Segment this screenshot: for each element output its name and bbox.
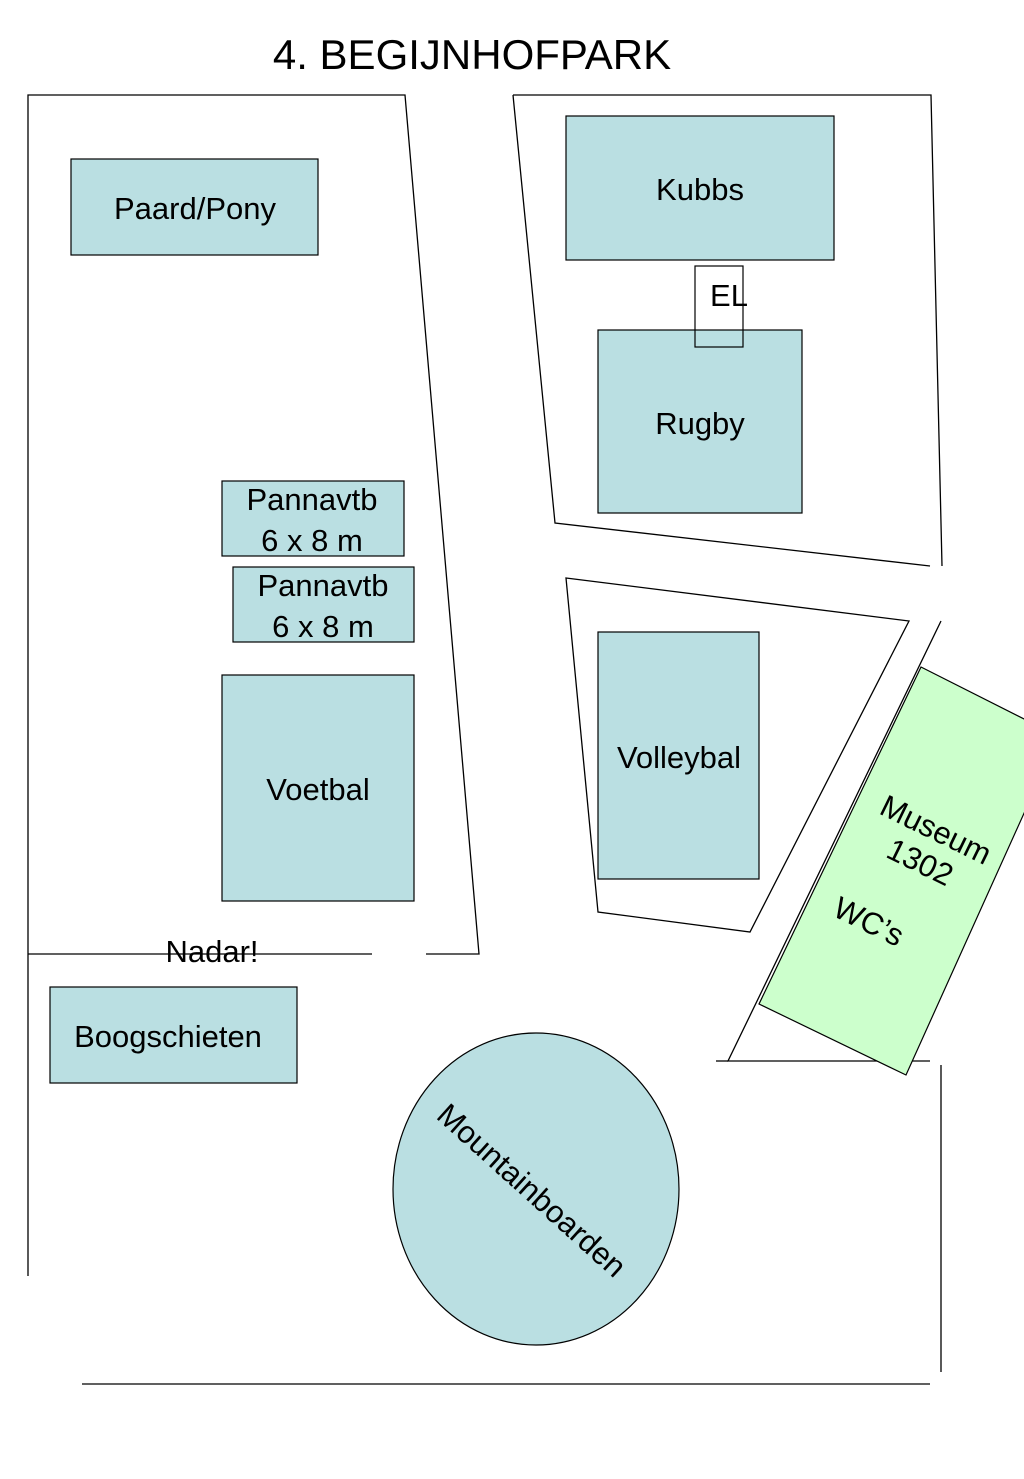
rugby-label: Rugby (655, 406, 745, 441)
pannavtb-1-line1: Pannavtb (247, 482, 378, 517)
zone-mountainboarden[interactable]: Mountainboarden (392, 1032, 680, 1346)
zone-museum[interactable]: Museum 1302 WC’s (758, 666, 1024, 1076)
paard-pony-label: Paard/Pony (114, 191, 276, 226)
el-label: EL (710, 278, 748, 313)
volleybal-label: Volleybal (617, 740, 741, 775)
zone-paard-pony[interactable]: Paard/Pony (70, 158, 319, 256)
kubbs-label: Kubbs (656, 172, 744, 207)
zone-voetbal[interactable]: Voetbal (221, 674, 415, 902)
volleybal-plot-boundary (565, 577, 911, 933)
boogschieten-label: Boogschieten (74, 1019, 262, 1054)
pannavtb-2-line1: Pannavtb (258, 568, 389, 603)
zone-kubbs[interactable]: Kubbs (565, 115, 835, 261)
top-right-plot-boundary (513, 94, 943, 567)
nadar-warning: Nadar! (165, 934, 258, 969)
pannavtb-1-line2: 6 x 8 m (261, 523, 363, 558)
voetbal-label: Voetbal (266, 772, 369, 807)
zone-boogschieten[interactable]: Boogschieten (49, 986, 298, 1084)
park-boundaries (27, 94, 943, 1385)
left-plot-boundary (27, 94, 480, 1276)
pannavtb-2-line2: 6 x 8 m (272, 609, 374, 644)
page-title: 4. BEGIJNHOFPARK (273, 31, 671, 78)
zone-pannavtb-1[interactable]: Pannavtb 6 x 8 m (221, 480, 405, 558)
zone-el[interactable]: EL (694, 265, 748, 348)
zone-pannavtb-2[interactable]: Pannavtb 6 x 8 m (232, 566, 415, 644)
top-right-plot-bottom (512, 94, 931, 567)
zone-rugby[interactable]: Rugby (597, 329, 803, 514)
zone-volleybal[interactable]: Volleybal (597, 631, 760, 880)
